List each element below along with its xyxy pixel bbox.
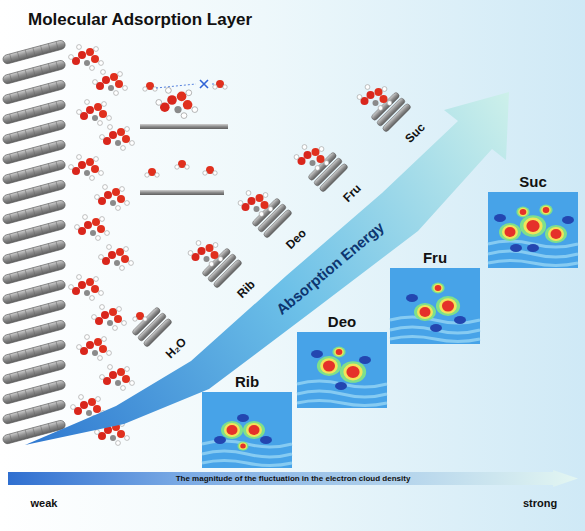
adsorbed-layer (69, 45, 135, 446)
density-map: Fru (390, 249, 480, 343)
scale-arrow-shape (8, 470, 578, 487)
molecule-icons (132, 85, 412, 348)
density-map: Suc (488, 173, 578, 267)
panel-area (202, 391, 292, 467)
density-panel (297, 332, 387, 408)
density-panel (488, 192, 578, 268)
scale-end-label: strong (523, 497, 557, 509)
figure-title: Molecular Adsorption Layer (28, 10, 252, 30)
density-panel (202, 392, 292, 468)
panel-heading: Suc (488, 173, 578, 191)
scale-end-label: weak (31, 497, 58, 509)
scale-caption: The magnitude of the fluctuation in the … (8, 470, 578, 487)
panel-heading: Deo (297, 313, 387, 331)
panel-area (390, 267, 480, 343)
density-panel (390, 268, 480, 344)
scale-bar: The magnitude of the fluctuation in the … (8, 470, 578, 487)
density-map: Deo (297, 313, 387, 407)
sheet-stack (2, 39, 66, 444)
panel-heading: Fru (390, 249, 480, 267)
panel-area (488, 191, 578, 267)
density-map: Rib (202, 373, 292, 467)
panel-area (297, 331, 387, 407)
panel-heading: Rib (202, 373, 292, 391)
adsorption-sketch (140, 80, 228, 195)
